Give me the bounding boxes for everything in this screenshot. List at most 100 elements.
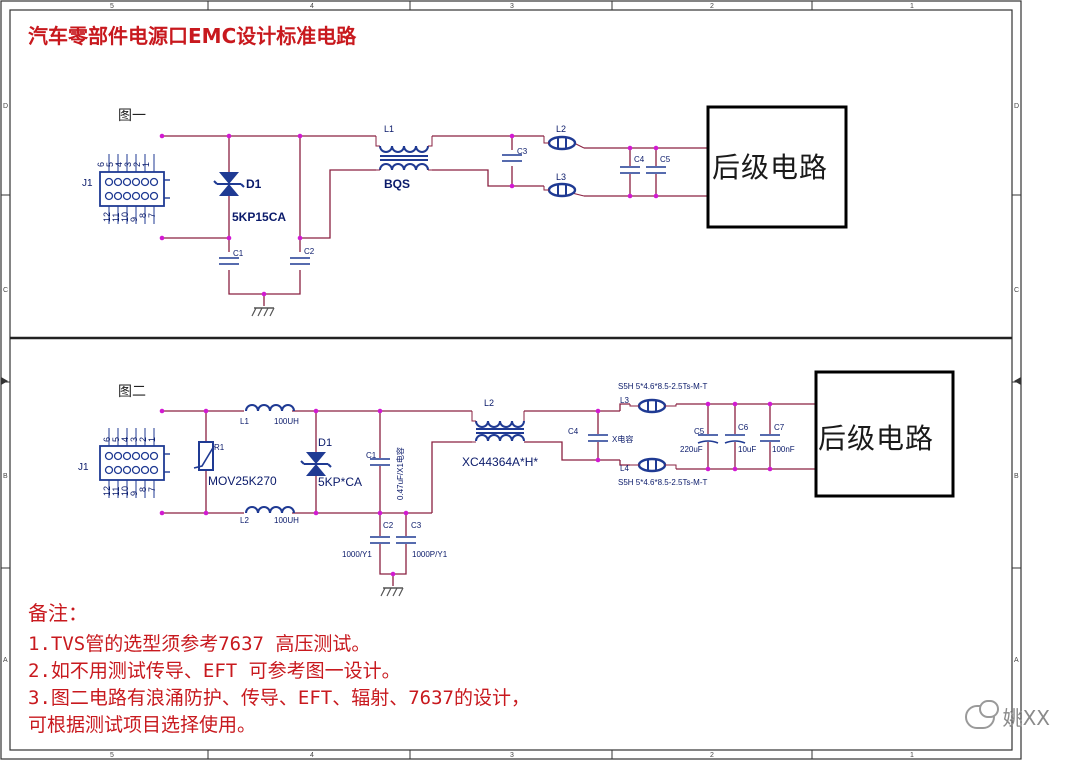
drawing-frame: 5 4 3 2 1 5 4 3 2 1 D C B A D C B A xyxy=(0,0,1022,760)
col-label: 5 xyxy=(110,752,114,759)
pin-label: 5 xyxy=(105,162,115,167)
backend-circuit-label: 后级电路 xyxy=(712,151,829,184)
fig2-junctions xyxy=(159,401,773,577)
l1-value: 100UH xyxy=(274,417,299,426)
figure-2: 图二 J1 6 5 4 3 2 1 12 11 10 9 8 7 xyxy=(78,370,955,597)
pin-label: 3 xyxy=(129,437,139,442)
pin-label: 10 xyxy=(120,212,130,222)
page-title: 汽车零部件电源口EMC设计标准电路 xyxy=(28,24,357,48)
row-label: A xyxy=(1014,657,1019,664)
note-item: 3.图二电路有浪涌防护、传导、EFT、辐射、7637的设计， xyxy=(28,687,530,709)
l2-label: L2 xyxy=(556,124,566,134)
c2-y-capacitor xyxy=(369,536,391,544)
c6-label: C6 xyxy=(738,423,749,432)
pin-label: 2 xyxy=(132,162,142,167)
c4-x-capacitor xyxy=(587,434,609,442)
connector-label: J1 xyxy=(78,462,89,473)
l2-inductor xyxy=(245,506,295,514)
d1-label: D1 xyxy=(318,437,332,449)
row-label: A xyxy=(3,657,8,664)
row-label: C xyxy=(3,287,8,294)
pin-label: 9 xyxy=(129,217,139,222)
c3-label: C3 xyxy=(517,147,528,156)
l2-label: L2 xyxy=(484,398,494,408)
l2-common-mode-choke xyxy=(475,420,525,442)
fig1-label: 图一 xyxy=(118,107,146,123)
col-label: 4 xyxy=(310,752,314,759)
c7-value: 100nF xyxy=(772,445,795,454)
l2-ferrite-bead xyxy=(547,135,577,151)
col-label: 1 xyxy=(910,3,914,10)
pin-label: 5 xyxy=(111,437,121,442)
ground-icon xyxy=(251,307,275,317)
note-item: 2.如不用测试传导、EFT 可参考图一设计。 xyxy=(28,660,401,682)
note-item: 可根据测试项目选择使用。 xyxy=(28,714,257,736)
l2-value: 100UH xyxy=(274,516,299,525)
c1-label: C1 xyxy=(233,249,244,258)
pin-label: 3 xyxy=(123,162,133,167)
col-label: 4 xyxy=(310,3,314,10)
row-label: D xyxy=(3,103,8,110)
c4-value: X电容 xyxy=(612,434,633,444)
l2-value: XC44364A*H* xyxy=(462,455,538,469)
c3-y-capacitor xyxy=(395,536,417,544)
pin-label: 8 xyxy=(138,213,148,218)
c7-capacitor xyxy=(759,434,781,442)
row-label: B xyxy=(3,473,8,480)
row-label: C xyxy=(1014,287,1019,294)
c7-label: C7 xyxy=(774,423,785,432)
c6-capacitor xyxy=(724,434,746,444)
l3-label: L3 xyxy=(556,172,566,182)
fig2-label: 图二 xyxy=(118,383,146,399)
pin-label: 6 xyxy=(102,437,112,442)
c4-label: C4 xyxy=(568,427,579,436)
l1-inductor xyxy=(245,404,295,412)
l4-value: S5H 5*4.6*8.5-2.5Ts-M-T xyxy=(618,478,707,487)
c2-label: C2 xyxy=(304,247,315,256)
l3-label: L3 xyxy=(620,396,629,405)
c5-value: 220uF xyxy=(680,445,703,454)
col-label: 3 xyxy=(510,3,514,10)
c5-label: C5 xyxy=(660,155,671,164)
pin-label: 8 xyxy=(138,487,148,492)
pin-label: 9 xyxy=(129,491,139,496)
l1-common-mode-choke xyxy=(379,145,429,171)
fig2-wires xyxy=(162,403,816,586)
c3-label: C3 xyxy=(411,521,422,530)
l3-ferrite-bead xyxy=(637,398,667,414)
pin-label: 10 xyxy=(120,486,130,496)
c4-label: C4 xyxy=(634,155,645,164)
r1-varistor xyxy=(193,441,215,471)
col-label: 3 xyxy=(510,752,514,759)
r1-value: MOV25K270 xyxy=(208,474,277,488)
c1-label: C1 xyxy=(366,451,377,460)
col-label: 2 xyxy=(710,3,714,10)
l4-ferrite-bead xyxy=(637,457,667,473)
c2-label: C2 xyxy=(383,521,394,530)
pin-label: 4 xyxy=(114,162,124,167)
pin-label: 7 xyxy=(147,487,157,492)
figure-1: 图一 J1 6 5 4 3 2 1 12 11 10 9 8 7 xyxy=(82,105,848,317)
watermark: 姚XX xyxy=(964,699,1050,731)
d1-label: D1 xyxy=(246,177,262,191)
d1-value: 5KP15CA xyxy=(232,210,286,224)
l2-label: L2 xyxy=(240,516,249,525)
ground-icon xyxy=(380,587,404,597)
l3-ferrite-bead xyxy=(547,182,577,198)
c6-value: 10uF xyxy=(738,445,756,454)
row-label: B xyxy=(1014,473,1019,480)
pin-label: 1 xyxy=(147,437,157,442)
l3-value: S5H 5*4.6*8.5-2.5Ts-M-T xyxy=(618,382,707,391)
d1-tvs-diode xyxy=(213,172,245,196)
backend-circuit-box xyxy=(706,105,848,229)
notes-section: 备注： 1.TVS管的选型须参考7637 高压测试。 2.如不用测试传导、EFT… xyxy=(28,600,530,739)
connector-label: J1 xyxy=(82,178,93,189)
backend-circuit-label: 后级电路 xyxy=(818,422,935,455)
pin-label: 7 xyxy=(147,213,157,218)
l1-value: BQS xyxy=(384,177,410,191)
d1-tvs-diode xyxy=(300,452,332,476)
l4-label: L4 xyxy=(620,464,629,473)
c5-capacitor xyxy=(697,434,719,444)
